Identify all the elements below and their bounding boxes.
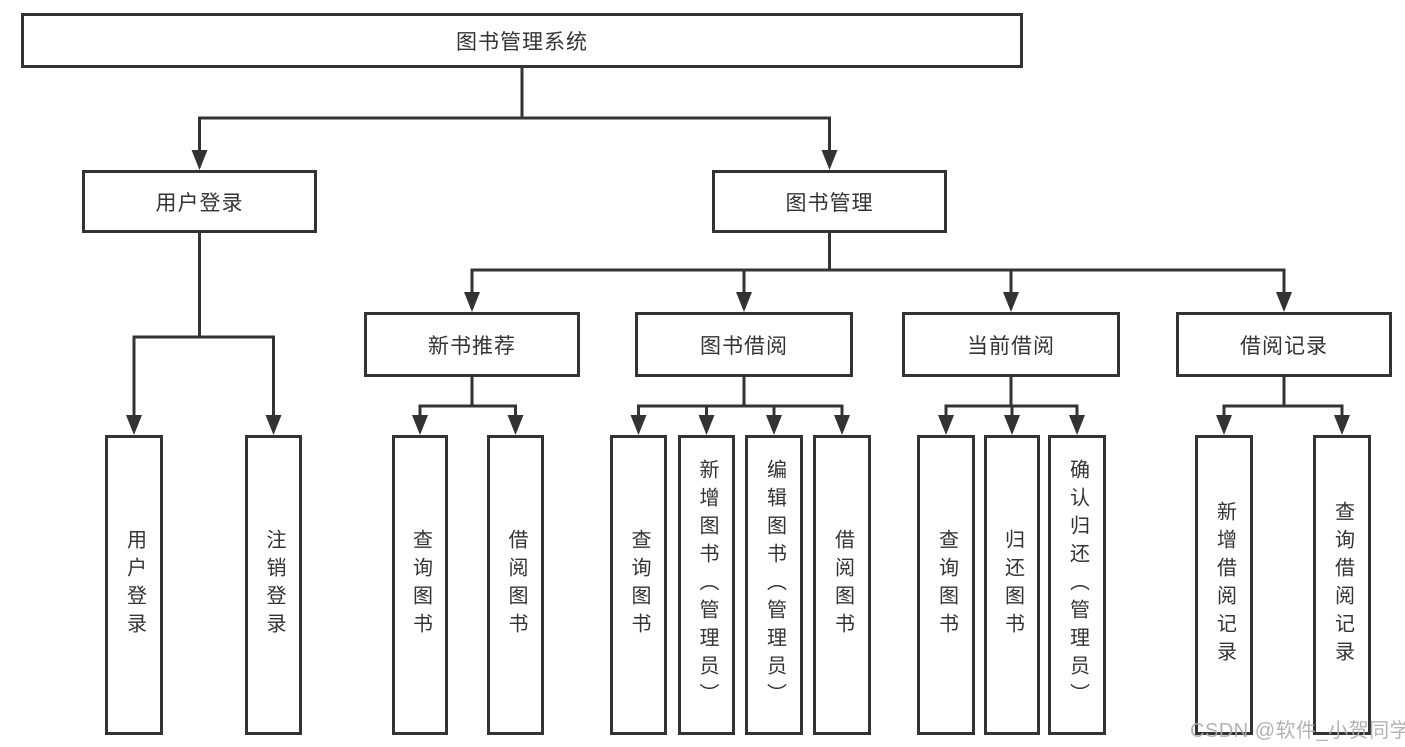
leaf-add-borrow-record-label: 新增借阅记录: [1213, 501, 1236, 669]
leaf-add-book-admin: 新增图书（管理员）: [678, 435, 735, 735]
node-borrow-records-label: 借阅记录: [1240, 334, 1328, 358]
leaf-query-book-borrow-label: 查询图书: [628, 529, 650, 641]
leaf-add-borrow-record: 新增借阅记录: [1195, 435, 1253, 735]
node-user-login: 用户登录: [82, 170, 317, 233]
leaf-query-book-recommend-label: 查询图书: [409, 529, 432, 641]
leaf-confirm-return-admin-label: 确认归还（管理员）: [1066, 459, 1089, 711]
node-borrow-records: 借阅记录: [1176, 312, 1392, 377]
node-root: 图书管理系统: [21, 13, 1023, 68]
edge-root-to-level2: [191, 68, 838, 170]
node-book-borrow-label: 图书借阅: [700, 334, 788, 358]
node-current-borrow: 当前借阅: [902, 312, 1120, 377]
node-book-borrow: 图书借阅: [635, 312, 853, 377]
edge-user-login-to-leaves: [126, 233, 282, 435]
leaf-edit-book-admin-label: 编辑图书（管理员）: [763, 459, 786, 711]
edge-new-book-recommend-to-leaves: [412, 377, 524, 435]
leaf-query-borrow-record: 查询借阅记录: [1313, 435, 1371, 735]
leaf-borrow-book: 借阅图书: [813, 435, 871, 735]
node-book-management: 图书管理: [712, 170, 947, 233]
leaf-query-book-current: 查询图书: [917, 435, 975, 735]
node-root-label: 图书管理系统: [456, 30, 588, 54]
node-new-book-recommend-label: 新书推荐: [428, 334, 516, 358]
edge-current-borrow-to-leaves: [938, 377, 1085, 435]
node-new-book-recommend: 新书推荐: [364, 312, 580, 377]
node-current-borrow-label: 当前借阅: [967, 334, 1055, 358]
leaf-borrow-book-recommend-label: 借阅图书: [505, 529, 527, 641]
leaf-add-book-admin-label: 新增图书（管理员）: [696, 459, 718, 711]
leaf-borrow-book-label: 借阅图书: [831, 529, 854, 641]
node-book-management-label: 图书管理: [785, 191, 874, 215]
edge-book-management-to-level3: [464, 233, 1292, 312]
leaf-user-login-label: 用户登录: [123, 529, 146, 641]
leaf-confirm-return-admin: 确认归还（管理员）: [1048, 435, 1106, 735]
leaf-return-book: 归还图书: [984, 435, 1040, 735]
leaf-query-borrow-record-label: 查询借阅记录: [1331, 501, 1354, 669]
leaf-query-book-current-label: 查询图书: [935, 529, 958, 641]
leaf-logout: 注销登录: [245, 435, 302, 735]
leaf-edit-book-admin: 编辑图书（管理员）: [745, 435, 803, 735]
leaf-logout-label: 注销登录: [263, 529, 285, 641]
leaf-query-book-recommend: 查询图书: [392, 435, 448, 735]
edge-book-borrow-to-leaves: [630, 377, 850, 435]
edge-borrow-records-to-leaves: [1216, 377, 1350, 435]
csdn-watermark: CSDN @软件_小贺同学: [1190, 720, 1405, 742]
leaf-user-login: 用户登录: [105, 435, 163, 735]
leaf-query-book-borrow: 查询图书: [610, 435, 667, 735]
leaf-borrow-book-recommend: 借阅图书: [487, 435, 544, 735]
node-user-login-label: 用户登录: [155, 191, 244, 215]
leaf-return-book-label: 归还图书: [1001, 529, 1024, 641]
